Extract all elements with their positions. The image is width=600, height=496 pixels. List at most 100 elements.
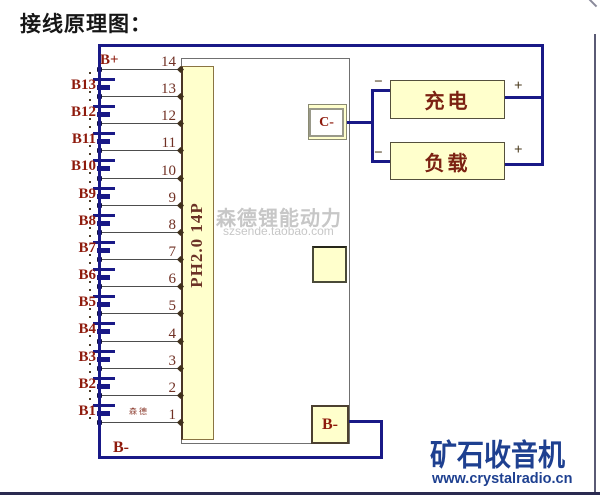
pin-number-label: 11 (161, 135, 176, 151)
pin-number-label: 4 (168, 326, 177, 342)
bminus-bottom-rail-wire (98, 456, 383, 459)
battery-positive-plate (93, 187, 115, 190)
battery-minus-dot (89, 281, 91, 283)
pin-wire (100, 123, 181, 124)
battery-label: B5 (78, 294, 96, 310)
cminus-pad: C- (309, 108, 344, 137)
battery-label: B8 (78, 213, 96, 229)
battery-positive-plate (93, 214, 115, 217)
pin-number-label: 13 (161, 81, 176, 97)
load-plus-sign: + (514, 142, 523, 158)
bplus-top-rail-wire (98, 44, 544, 47)
battery-label: B13 (70, 77, 96, 93)
battery-positive-plate (93, 377, 115, 380)
page-title: 接线原理图： (20, 13, 152, 36)
battery-negative-plate (97, 194, 110, 199)
battery-negative-plate (97, 221, 110, 226)
battery-plus-dot (89, 316, 91, 318)
battery-plus-dot (89, 371, 91, 373)
battery-plus-dot (89, 344, 91, 346)
battery-plus-dot (89, 126, 91, 128)
charger-box: 充电 (390, 80, 505, 119)
battery-minus-dot (89, 308, 91, 310)
battery-label: B11 (71, 131, 96, 147)
battery-negative-plate (97, 302, 110, 307)
battery-minus-dot (89, 118, 91, 120)
pin-number-label: 2 (168, 380, 177, 396)
pin-wire (100, 178, 181, 179)
battery-minus-dot (89, 227, 91, 229)
pin-wire (100, 259, 181, 260)
battery-label: B2 (78, 376, 96, 392)
charge-minus-wire (374, 89, 390, 92)
battery-negative-plate (97, 357, 110, 362)
battery-positive-plate (93, 404, 115, 407)
pin-wire (100, 395, 181, 396)
battery-plus-dot (89, 235, 91, 237)
bminus-vertical-wire (380, 420, 383, 459)
battery-negative-plate (97, 112, 110, 117)
pin-number-label: 12 (161, 108, 176, 124)
load-plus-wire (505, 163, 544, 166)
battery-negative-plate (97, 248, 110, 253)
crystalradio-url: www.crystalradio.cn (432, 471, 573, 487)
battery-plus-dot (89, 153, 91, 155)
battery-minus-dot (89, 200, 91, 202)
pin-number-label: 1 (168, 407, 177, 423)
battery-minus-dot (89, 172, 91, 174)
bplus-right-vertical-wire (541, 44, 544, 166)
battery-positive-plate (93, 241, 115, 244)
battery-positive-plate (93, 268, 115, 271)
crystalradio-logo: 矿石收音机 (430, 438, 565, 473)
load-box: 负载 (390, 142, 505, 180)
battery-plus-dot (89, 208, 91, 210)
battery-plus-dot (89, 72, 91, 74)
battery-label: B6 (78, 267, 96, 283)
bminus-label: B- (113, 439, 129, 456)
battery-plus-dot (89, 398, 91, 400)
mini-red-watermark: 森德 (129, 407, 149, 416)
battery-negative-plate (97, 384, 110, 389)
pin-number-label: 9 (168, 190, 177, 206)
connector-label: PH2.0 14P (187, 202, 206, 288)
battery-negative-plate (97, 275, 110, 280)
battery-label: B12 (70, 104, 96, 120)
battery-minus-dot (89, 254, 91, 256)
battery-negative-plate (97, 139, 110, 144)
pin-wire (100, 150, 181, 151)
bplus-label: B+ (100, 52, 119, 68)
center-watermark-name: 森德锂能动力 (216, 208, 342, 230)
battery-minus-dot (89, 335, 91, 337)
battery-label: B1 (78, 403, 96, 419)
pin-wire (100, 313, 181, 314)
ph2-connector-body (181, 66, 214, 440)
pin-wire (100, 422, 181, 423)
battery-positive-plate (93, 322, 115, 325)
pin-number-label: 10 (161, 163, 176, 179)
battery-positive-plate (93, 159, 115, 162)
battery-minus-dot (89, 145, 91, 147)
load-minus-wire (374, 160, 390, 163)
charge-plus-wire (505, 96, 541, 99)
battery-negative-plate (97, 329, 110, 334)
pin-wire (100, 286, 181, 287)
bminus-pad: B- (311, 405, 349, 444)
pin-wire (100, 96, 181, 97)
battery-minus-dot (89, 390, 91, 392)
charge-plus-sign: + (514, 78, 523, 94)
cminus-output-wire (344, 121, 371, 124)
battery-plus-dot (89, 99, 91, 101)
pin-wire (100, 205, 181, 206)
battery-positive-plate (93, 105, 115, 108)
pin-wire (100, 341, 181, 342)
battery-positive-plate (93, 132, 115, 135)
pin-number-label: 5 (168, 298, 177, 314)
battery-plus-dot (89, 289, 91, 291)
pin-wire (100, 69, 181, 70)
pin-number-label: 8 (168, 217, 177, 233)
pin-number-label: 3 (168, 353, 177, 369)
battery-label: B10 (70, 158, 96, 174)
pin-number-label: 14 (161, 54, 176, 70)
bminus-pad-wire (347, 420, 380, 423)
battery-label: B4 (78, 321, 96, 337)
